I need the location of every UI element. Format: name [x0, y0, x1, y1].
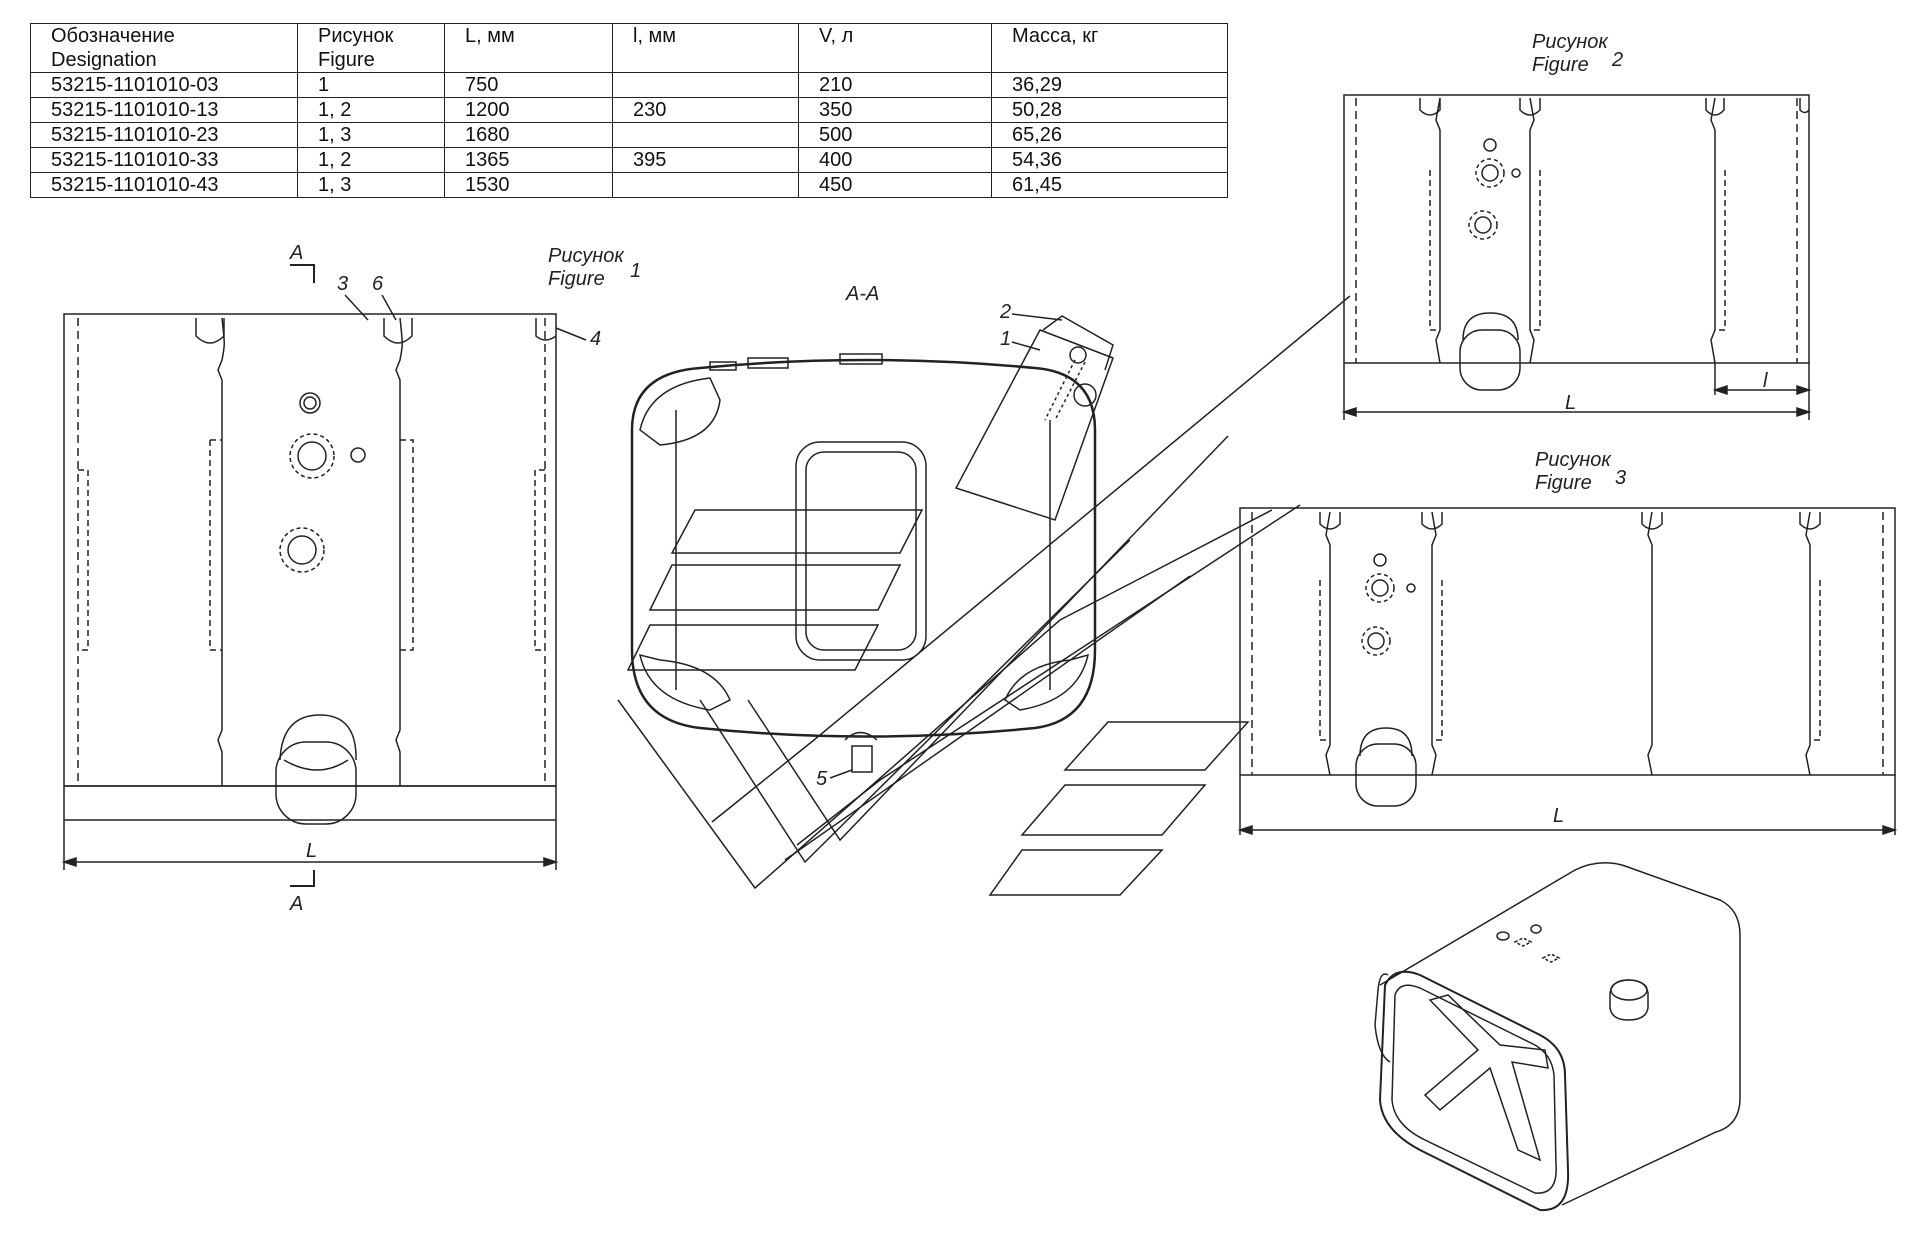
drain-valve-icon — [851, 745, 873, 773]
figure2-dim-L: L — [1565, 392, 1576, 414]
figure3-outline — [1239, 507, 1896, 776]
intake-flange-icon — [279, 527, 325, 573]
cell-figure: 1 — [297, 72, 445, 98]
cell-volume: 400 — [798, 147, 992, 173]
cell-figure: 1, 2 — [297, 97, 445, 123]
header-L-mm: L, мм — [444, 23, 613, 73]
figure3-dim-L: L — [1553, 805, 1564, 827]
callout-1: 1 — [1000, 328, 1011, 350]
header-volume: V, л — [798, 23, 992, 73]
figure2-outline — [1343, 94, 1810, 364]
isometric-tank-view — [1374, 862, 1741, 1212]
cell-mass: 54,36 — [991, 147, 1228, 173]
callout-6: 6 — [372, 273, 384, 295]
tank-end-face — [1378, 970, 1570, 1212]
figure1-title-ru: Рисунок — [548, 245, 625, 267]
header-mass: Масса, кг — [991, 23, 1228, 73]
cell-designation: 53215-1101010-43 — [30, 172, 298, 198]
connector-arrow — [617, 509, 1273, 890]
cell-volume: 450 — [798, 172, 992, 198]
cell-L: 1530 — [444, 172, 613, 198]
section-arrow-bottom — [290, 870, 315, 887]
figure2-tank-view: Рисунок Figure 2 L l — [1341, 31, 1812, 420]
filler-neck-icon — [279, 714, 357, 761]
cell-l — [612, 122, 799, 148]
cell-designation: 53215-1101010-03 — [30, 72, 298, 98]
table-row: 53215-1101010-03 1 750 210 36,29 — [30, 72, 1228, 98]
figure2-title-en: Figure — [1532, 54, 1589, 76]
cell-mass: 61,45 — [991, 172, 1228, 198]
cell-designation: 53215-1101010-13 — [30, 97, 298, 123]
section-mark-bottom: A — [289, 893, 303, 915]
cell-mass: 36,29 — [991, 72, 1228, 98]
cell-l: 230 — [612, 97, 799, 123]
table-row: 53215-1101010-23 1, 3 1680 500 65,26 — [30, 122, 1228, 148]
figure3-title-en: Figure — [1535, 472, 1592, 494]
callout-4: 4 — [590, 328, 601, 350]
cell-mass: 65,26 — [991, 122, 1228, 148]
cell-l — [612, 72, 799, 98]
cell-figure: 1, 3 — [297, 172, 445, 198]
cell-volume: 350 — [798, 97, 992, 123]
tank-cross-section — [630, 358, 1097, 738]
figure2-number: 2 — [1611, 49, 1623, 71]
figure2-title-ru: Рисунок — [1532, 31, 1609, 53]
inspection-hatch — [795, 441, 927, 661]
figure1-tank-view: Рисунок Figure 1 A A — [61, 242, 641, 915]
figure2-dim-l: l — [1763, 370, 1768, 392]
figure3-tank-view: Рисунок Figure 3 L — [1237, 449, 1898, 836]
figure3-title-ru: Рисунок — [1535, 449, 1612, 471]
section-a-a-view: А-А 2 1 5 — [617, 283, 1351, 896]
tank-end-stamping — [1423, 994, 1549, 1162]
table-row: 53215-1101010-43 1, 3 1530 450 61,45 — [30, 172, 1228, 198]
cell-l — [612, 172, 799, 198]
tank-body-isometric — [1379, 862, 1741, 1206]
sensor-flange-icon — [289, 433, 335, 479]
figure1-title-en: Figure — [548, 268, 605, 290]
figure3-number: 3 — [1615, 467, 1626, 489]
section-title: А-А — [845, 283, 879, 305]
header-l-mm: l, мм — [612, 23, 799, 73]
figure1-dim-L: L — [306, 840, 317, 862]
callout-3: 3 — [337, 273, 348, 295]
cell-designation: 53215-1101010-23 — [30, 122, 298, 148]
section-mark-top: A — [289, 242, 303, 264]
cell-L: 1365 — [444, 147, 613, 173]
drain-plug-icon — [299, 392, 321, 414]
figure1-number: 1 — [630, 260, 641, 282]
cell-L: 1200 — [444, 97, 613, 123]
filler-cap-detail — [954, 329, 1114, 521]
callout-5: 5 — [816, 768, 828, 790]
section-arrow-top — [290, 264, 315, 283]
callout-2: 2 — [999, 301, 1011, 323]
